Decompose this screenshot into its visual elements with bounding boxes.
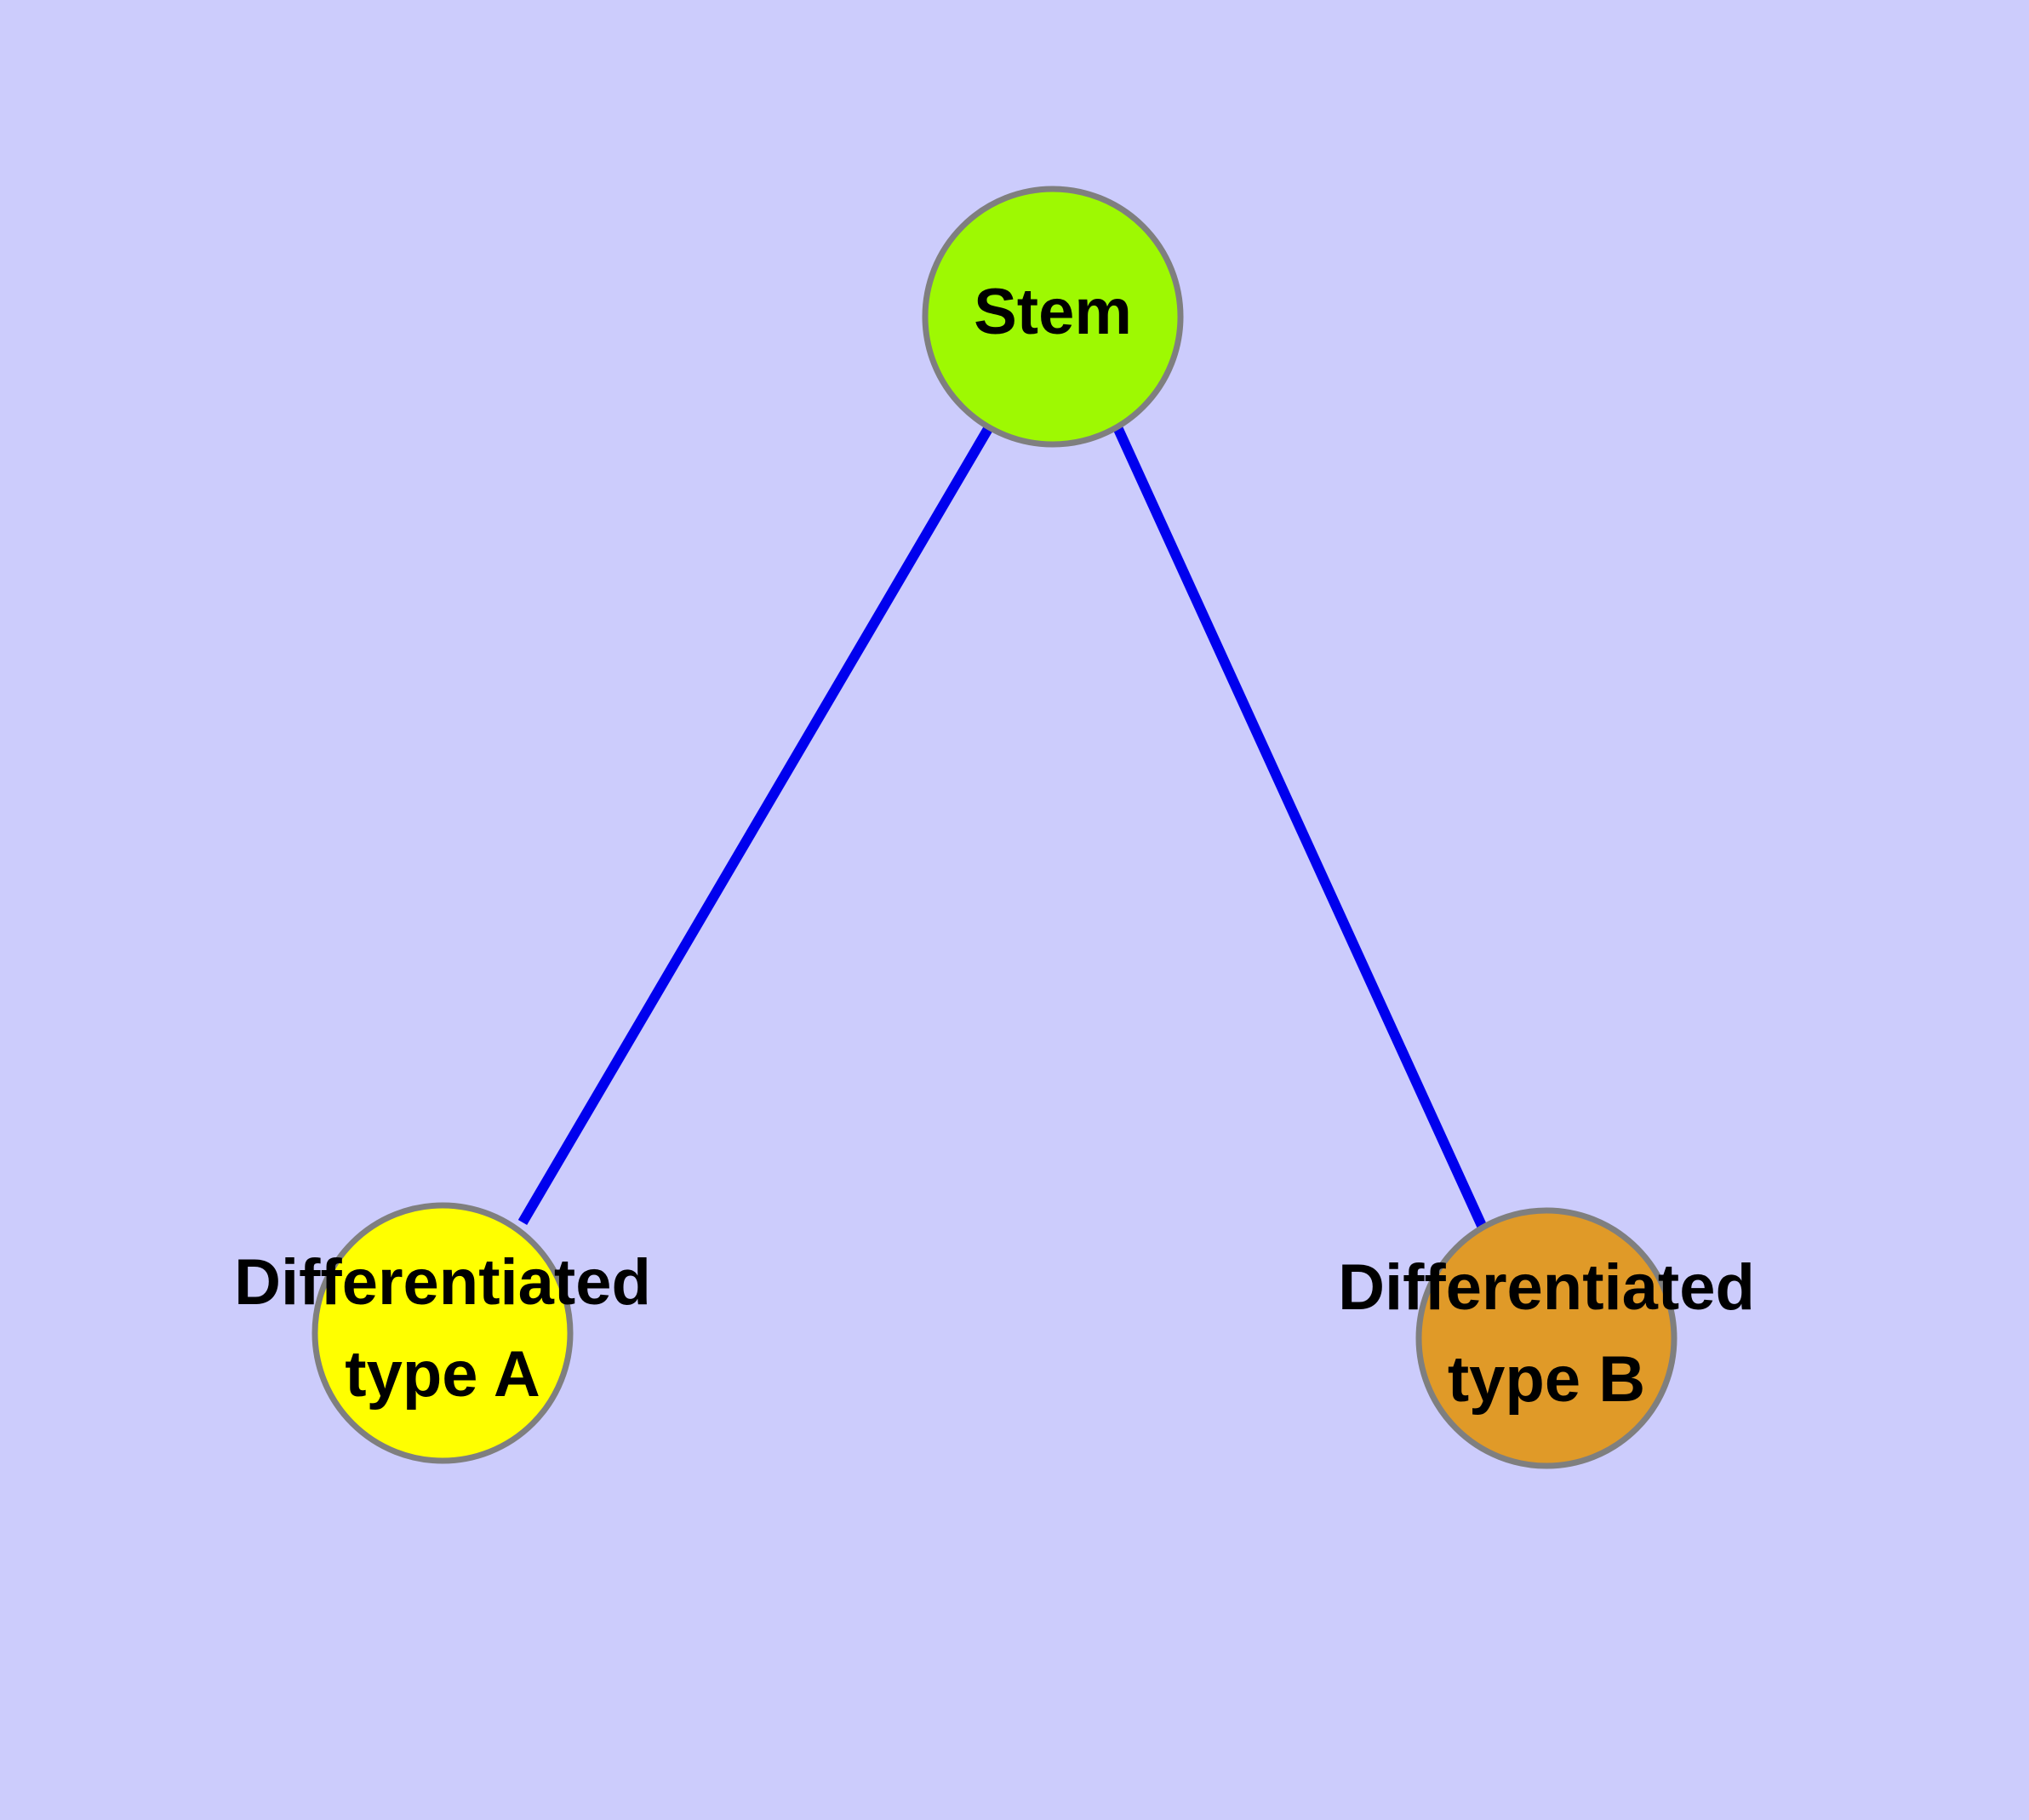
node-label-line: Stem (974, 276, 1132, 348)
node-label-line: type A (345, 1338, 540, 1411)
node-label-line: Differentiated (234, 1246, 651, 1319)
node-diff-a[interactable] (311, 1202, 574, 1464)
node-diff-b[interactable] (1415, 1207, 1677, 1469)
node-label-diff-b: Differentiated type B (1338, 1251, 1755, 1416)
node-label-line: type B (1448, 1343, 1645, 1416)
edges-layer (517, 424, 1488, 1230)
node-stem[interactable] (922, 186, 1184, 448)
edge-stem-to-a[interactable] (517, 424, 994, 1226)
node-label-diff-a: Differentiated type A (234, 1246, 651, 1411)
node-label-line: Differentiated (1338, 1251, 1755, 1324)
nodes-layer (311, 186, 1677, 1469)
node-label-stem: Stem (974, 276, 1132, 348)
edge-stem-to-b[interactable] (1112, 425, 1488, 1230)
